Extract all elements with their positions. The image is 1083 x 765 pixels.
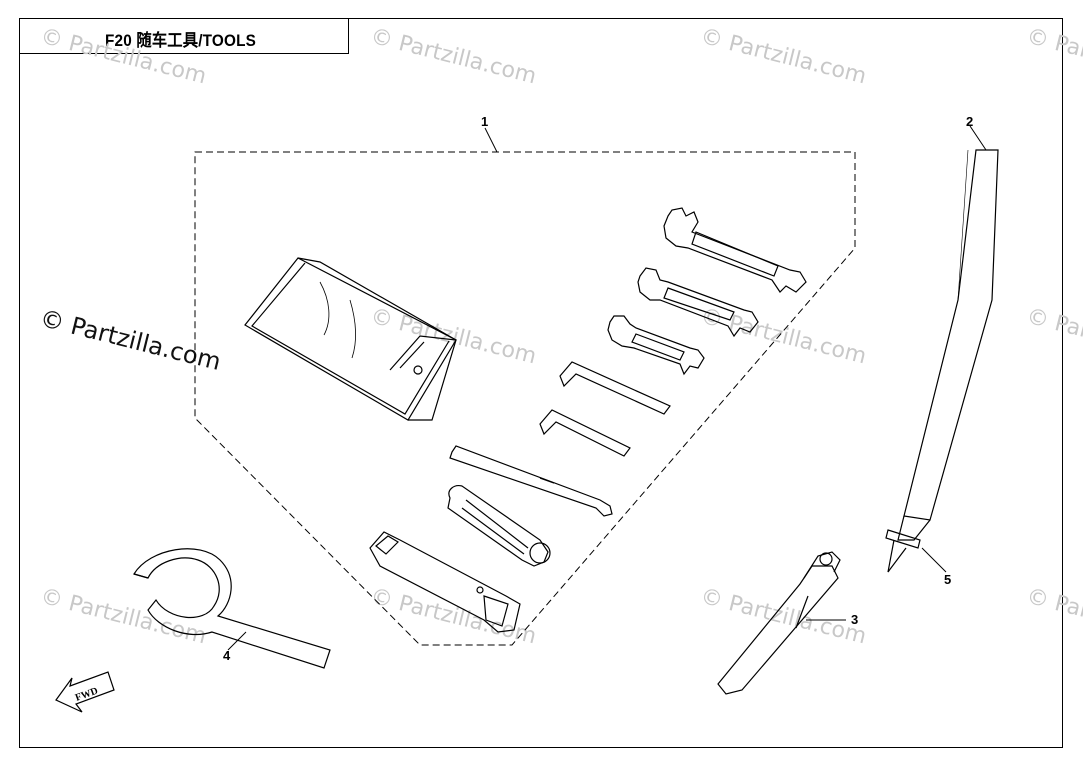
callout-5-leader xyxy=(921,547,947,573)
callout-1: 1 xyxy=(481,114,488,129)
screwdriver-blade-drawing xyxy=(449,445,613,517)
callout-3: 3 xyxy=(851,612,858,627)
tool-bag-drawing xyxy=(244,257,457,421)
tire-gauge-drawing xyxy=(717,551,841,695)
tool-kit-outline xyxy=(194,151,856,646)
callout-1-leader xyxy=(484,127,498,153)
socket-spanner-drawing xyxy=(369,531,521,633)
callout-4-leader xyxy=(227,631,247,651)
diagram-frame xyxy=(19,18,1063,748)
callout-5: 5 xyxy=(944,572,951,587)
extension-bar-drawing xyxy=(897,149,999,541)
wrench-large-drawing xyxy=(663,207,807,293)
fwd-label: FWD xyxy=(74,686,100,704)
hook-spanner-drawing xyxy=(133,548,331,669)
hex-key-small-drawing xyxy=(539,409,631,457)
fwd-arrow-icon xyxy=(55,671,115,713)
callout-2-leader xyxy=(969,125,987,151)
callout-4: 4 xyxy=(223,648,231,663)
title-box: F20 随车工具/TOOLS xyxy=(19,18,349,54)
callout-2: 2 xyxy=(966,114,973,129)
screwdriver-handle-drawing xyxy=(447,485,551,567)
page-title: F20 随车工具/TOOLS xyxy=(105,31,257,50)
wrench-small-drawing xyxy=(607,315,705,376)
wrench-medium-drawing xyxy=(637,267,759,338)
hex-key-large-drawing xyxy=(559,361,671,415)
tip-drawing xyxy=(885,529,921,573)
